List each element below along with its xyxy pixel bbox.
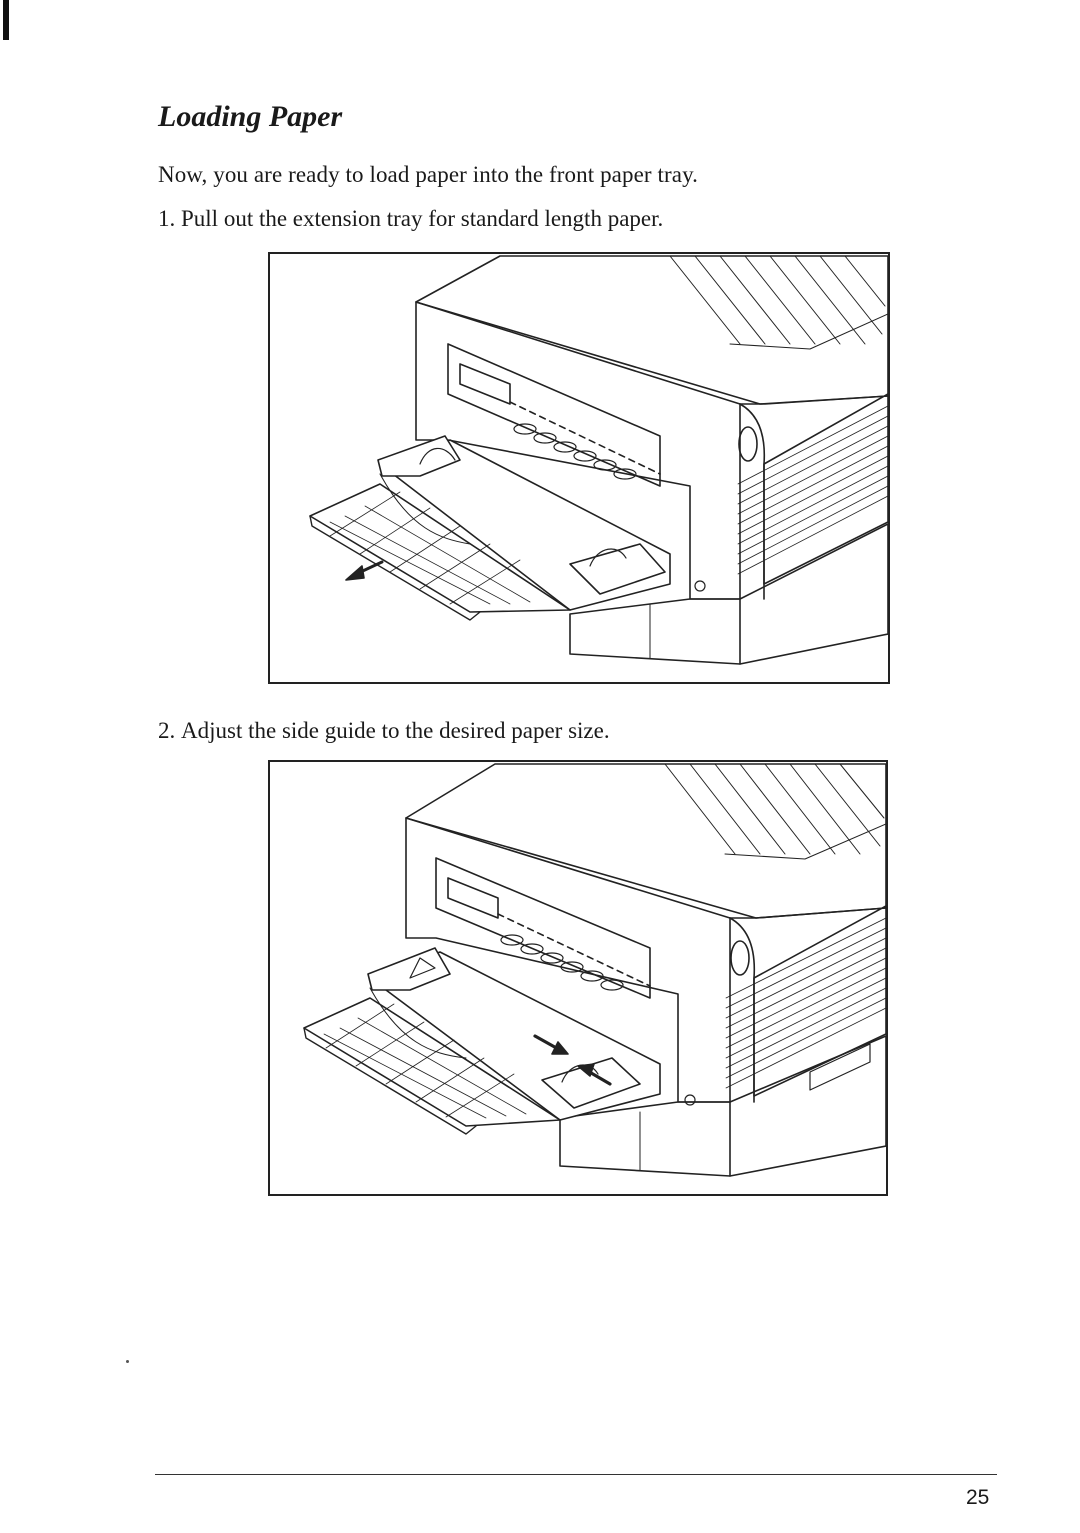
step-text: Adjust the side guide to the desired pap… bbox=[181, 718, 610, 743]
section-heading: Loading Paper bbox=[158, 100, 343, 133]
footer-rule bbox=[155, 1474, 997, 1475]
step-1: 1.Pull out the extension tray for standa… bbox=[158, 206, 663, 232]
step-text: Pull out the extension tray for standard… bbox=[181, 206, 664, 231]
scan-speck bbox=[126, 1360, 129, 1363]
scan-edge-mark bbox=[3, 0, 9, 40]
printer-tray-extension-illustration bbox=[309, 255, 888, 665]
step-number: 1. bbox=[158, 206, 176, 231]
step-2: 2.Adjust the side guide to the desired p… bbox=[158, 718, 610, 744]
figure-side-guide bbox=[268, 760, 888, 1196]
step-number: 2. bbox=[158, 718, 176, 743]
printer-side-guide-illustration bbox=[303, 763, 886, 1177]
figure-extension-tray bbox=[268, 252, 890, 684]
page-number: 25 bbox=[966, 1486, 990, 1509]
intro-paragraph: Now, you are ready to load paper into th… bbox=[158, 162, 699, 187]
